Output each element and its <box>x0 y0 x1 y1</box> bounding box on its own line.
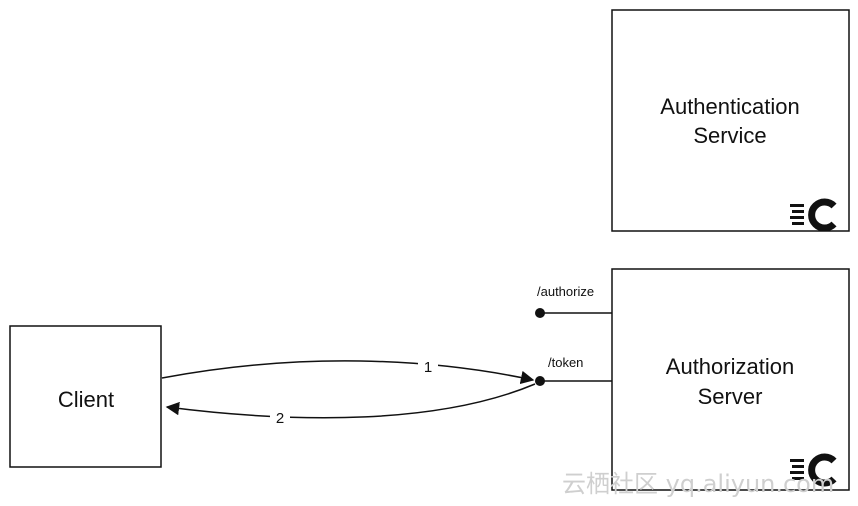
token-endpoint: /token <box>535 355 612 386</box>
flow-label-2: 2 <box>276 410 284 427</box>
auth-service-label-line2: Service <box>693 123 766 148</box>
authz-server-box: Authorization Server <box>611 268 850 491</box>
client-box: Client <box>9 325 162 468</box>
auth-service-label-line1: Authentication <box>660 94 799 119</box>
token-endpoint-dot <box>535 376 545 386</box>
client-label: Client <box>58 387 114 412</box>
watermark-text: 云栖社区 yq.aliyun.com <box>562 470 834 498</box>
flow-arrow-2 <box>165 383 536 419</box>
authorize-endpoint-label: /authorize <box>537 284 594 299</box>
authorize-endpoint-dot <box>535 308 545 318</box>
authorize-endpoint: /authorize <box>535 284 612 318</box>
authz-server-label-line1: Authorization <box>666 354 794 379</box>
flow-label-1: 1 <box>424 359 432 376</box>
token-endpoint-label: /token <box>548 355 583 370</box>
auth-service-box: Authentication Service <box>611 9 850 232</box>
flow-arrow-1 <box>161 360 535 385</box>
authz-server-label-line2: Server <box>698 384 763 409</box>
